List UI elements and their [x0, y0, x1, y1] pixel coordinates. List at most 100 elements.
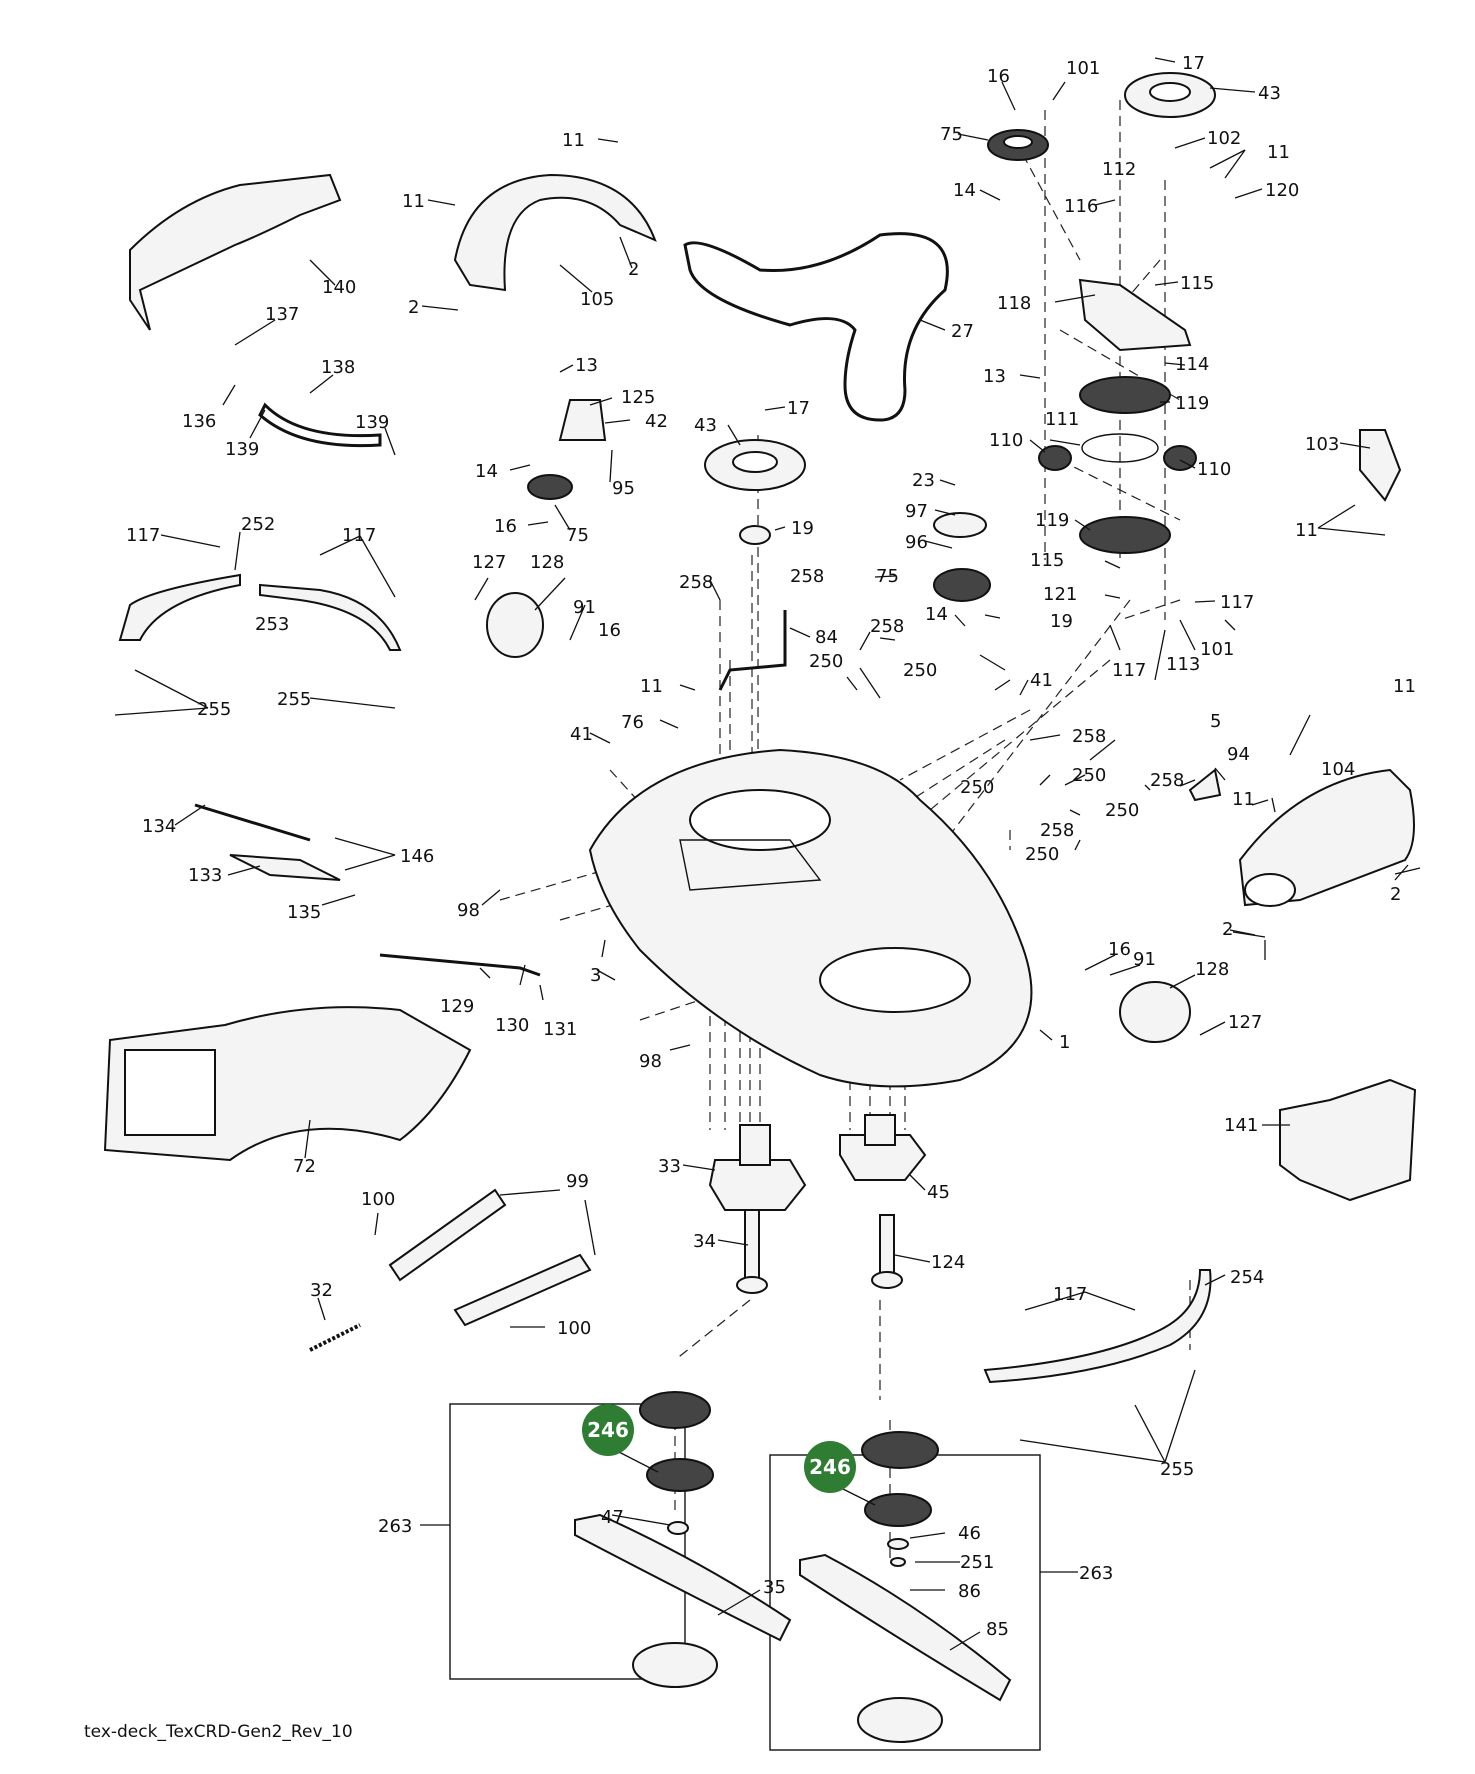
part-label: 146	[400, 846, 434, 867]
part-label: 258	[1150, 770, 1184, 791]
part-label: 5	[1210, 711, 1221, 732]
part-label: 258	[1040, 820, 1074, 841]
part-label: 11	[1393, 676, 1416, 697]
part-label: 14	[475, 461, 498, 482]
part-label: 135	[287, 902, 321, 923]
part-label: 76	[621, 712, 644, 733]
blade-35	[574, 1513, 792, 1642]
cover-140	[129, 173, 342, 331]
gear-110-left	[1038, 445, 1072, 471]
part-label: 258	[1072, 726, 1106, 747]
deflector-104	[1238, 768, 1415, 907]
part-label: 117	[342, 525, 376, 546]
part-label: 115	[1180, 273, 1214, 294]
part-label: 258	[870, 616, 904, 637]
part-label: 129	[440, 996, 474, 1017]
gasket-111	[1081, 433, 1159, 463]
part-label: 34	[693, 1231, 716, 1252]
deck-opening-right	[819, 947, 971, 1013]
part-label: 11	[402, 191, 425, 212]
part-label: 128	[1195, 959, 1229, 980]
part-label: 11	[562, 130, 585, 151]
part-label: 98	[457, 900, 480, 921]
hub-left-top	[639, 1391, 711, 1429]
part-label: 112	[1102, 159, 1136, 180]
part-label: 17	[1182, 53, 1205, 74]
cup-left	[632, 1642, 718, 1688]
part-label: 45	[927, 1182, 950, 1203]
hose-138	[258, 402, 382, 448]
part-label: 252	[241, 514, 275, 535]
baffle-254	[983, 1269, 1212, 1384]
spring-32	[309, 1323, 361, 1352]
part-label: 32	[310, 1280, 333, 1301]
part-label: 47	[601, 1507, 624, 1528]
part-label: 43	[694, 415, 717, 436]
part-label: 94	[1227, 744, 1250, 765]
cover-105	[453, 173, 657, 292]
part-label: 14	[925, 604, 948, 625]
part-label: 138	[321, 357, 355, 378]
part-label: 131	[543, 1019, 577, 1040]
part-label: 119	[1035, 510, 1069, 531]
part-label: 263	[378, 1516, 412, 1537]
part-label: 140	[322, 277, 356, 298]
callout-246-left[interactable]	[582, 1404, 634, 1456]
part-label: 19	[791, 518, 814, 539]
part-label: 255	[1160, 1459, 1194, 1480]
part-label: 111	[1045, 409, 1079, 430]
part-label: 17	[787, 398, 810, 419]
part-label: 110	[1197, 459, 1231, 480]
part-label: 139	[225, 439, 259, 460]
part-label: 263	[1079, 1563, 1113, 1584]
baffle-253	[259, 583, 402, 651]
part-label: 250	[1105, 800, 1139, 821]
part-label: 35	[763, 1577, 786, 1598]
part-label: 95	[612, 478, 635, 499]
hub-right-mid	[864, 1493, 932, 1527]
part-label: 16	[1108, 939, 1131, 960]
part-label: 98	[639, 1051, 662, 1072]
part-label: 253	[255, 614, 289, 635]
part-label: 115	[1030, 550, 1064, 571]
part-label: 85	[986, 1619, 1009, 1640]
part-label: 101	[1200, 639, 1234, 660]
part-label: 86	[958, 1581, 981, 1602]
part-label: 117	[126, 525, 160, 546]
assembly-box-263-left	[449, 1403, 686, 1680]
part-label: 13	[575, 355, 598, 376]
part-label: 133	[188, 865, 222, 886]
bracket-125	[558, 399, 607, 441]
part-label: 102	[1207, 128, 1241, 149]
part-label: 141	[1224, 1115, 1258, 1136]
chute-72-opening	[124, 1049, 216, 1136]
part-label: 101	[1066, 58, 1100, 79]
part-label: 16	[494, 516, 517, 537]
part-label: 250	[1025, 844, 1059, 865]
part-label: 16	[598, 620, 621, 641]
gear-119-top	[1079, 376, 1171, 414]
part-label: 33	[658, 1156, 681, 1177]
part-label: 100	[557, 1318, 591, 1339]
part-label: 19	[1050, 611, 1073, 632]
part-label: 255	[277, 689, 311, 710]
part-label: 97	[905, 501, 928, 522]
callout-246-right[interactable]	[804, 1441, 856, 1493]
highlight-callouts: 246 246	[582, 1404, 856, 1493]
part-label: 75	[876, 566, 899, 587]
idler-75-right	[933, 568, 991, 602]
part-label: 41	[570, 724, 593, 745]
part-label: 2	[628, 259, 639, 280]
part-label: 11	[1295, 520, 1318, 541]
part-label: 117	[1112, 660, 1146, 681]
blade-85	[799, 1553, 1012, 1702]
part-label: 46	[958, 1523, 981, 1544]
bracket-103	[1359, 429, 1402, 502]
part-label: 116	[1064, 196, 1098, 217]
part-label: 1	[1059, 1032, 1070, 1053]
part-label: 119	[1175, 393, 1209, 414]
part-label: 91	[1133, 949, 1156, 970]
part-label: 254	[1230, 1267, 1264, 1288]
part-label: 121	[1043, 584, 1077, 605]
